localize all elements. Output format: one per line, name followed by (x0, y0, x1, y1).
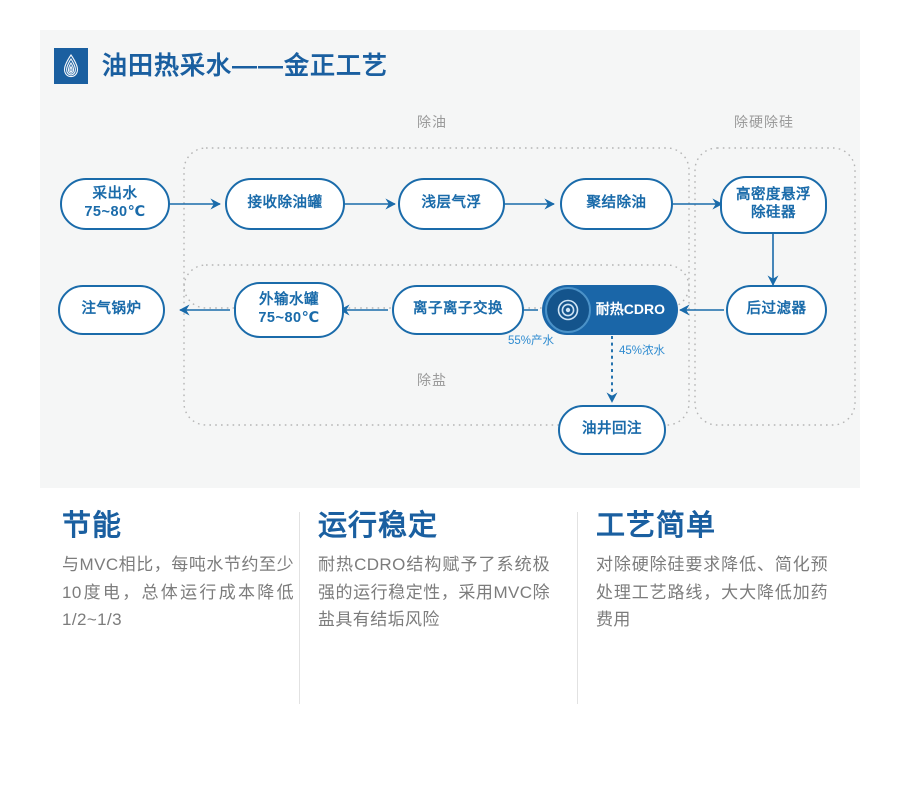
flow-label-concentrate: 45%浓水 (619, 345, 666, 357)
feature-stable-operation: 运行稳定 耐热CDRO结构赋予了系统极强的运行稳定性，采用MVC除盐具有结垢风险 (300, 500, 578, 730)
node-ion-exchange[interactable]: 离子离子交换 (392, 285, 524, 335)
flow-label-permeate: 55%产水 (508, 335, 555, 347)
group-label-hardness-silica-removal: 除硬除硅 (734, 114, 794, 130)
page-title: 油田热采水——金正工艺 (102, 51, 389, 80)
node-label-line1: 聚结除油 (586, 195, 647, 212)
node-produced-water[interactable]: 采出水 75~80℃ (60, 178, 170, 230)
column-divider (299, 512, 300, 704)
node-label-line1: 外输水罐 (258, 292, 319, 309)
node-label-line1: 浅层气浮 (421, 195, 482, 212)
node-high-density-suspension-desilicator[interactable]: 高密度悬浮 除硅器 (720, 176, 827, 234)
node-label-line1: 离子离子交换 (413, 301, 503, 318)
node-label-line2: 75~80℃ (258, 310, 320, 326)
feature-columns: 节能 与MVC相比，每吨水节约至少10度电，总体运行成本降低1/2~1/3 运行… (0, 500, 900, 730)
feature-energy-saving: 节能 与MVC相比，每吨水节约至少10度电，总体运行成本降低1/2~1/3 (0, 500, 300, 730)
flow-connectors (168, 147, 856, 426)
node-label-line1: 接收除油罐 (247, 195, 323, 212)
node-label-line1: 耐热CDRO (595, 301, 665, 318)
feature-simple-process: 工艺简单 对除硬除硅要求降低、简化预处理工艺路线，大大降低加药费用 (578, 500, 878, 730)
column-divider (577, 512, 578, 704)
node-heat-resistant-cdro[interactable]: 耐热CDRO (542, 285, 678, 335)
node-label-line2: 75~80℃ (84, 204, 146, 220)
feature-body: 耐热CDRO结构赋予了系统极强的运行稳定性，采用MVC除盐具有结垢风险 (318, 555, 550, 630)
node-label-line1: 油井回注 (582, 421, 642, 438)
diagram-header: 油田热采水——金正工艺 (54, 48, 388, 84)
node-label-line2: 除硅器 (751, 205, 796, 221)
node-receiving-deoiling-tank[interactable]: 接收除油罐 (225, 178, 345, 230)
node-coalescence-deoiling[interactable]: 聚结除油 (560, 178, 673, 230)
feature-body: 对除硬除硅要求降低、简化预处理工艺路线，大大降低加药费用 (596, 555, 828, 630)
node-steam-injection-boiler[interactable]: 注气锅炉 (58, 285, 165, 335)
feature-title: 工艺简单 (596, 510, 717, 542)
node-shallow-air-flotation[interactable]: 浅层气浮 (398, 178, 505, 230)
node-label-line1: 注气锅炉 (81, 301, 142, 318)
group-label-deoiling: 除油 (417, 114, 447, 130)
water-drop-ripple-logo-icon (54, 48, 88, 84)
node-post-filter[interactable]: 后过滤器 (726, 285, 827, 335)
group-label-desalination: 除盐 (417, 372, 447, 388)
feature-title: 节能 (62, 510, 123, 542)
node-export-water-tank[interactable]: 外输水罐 75~80℃ (234, 282, 344, 338)
concentric-circle-icon (545, 287, 591, 333)
process-diagram-panel: 油田热采水——金正工艺 (40, 30, 860, 488)
feature-body: 与MVC相比，每吨水节约至少10度电，总体运行成本降低1/2~1/3 (62, 555, 294, 630)
flow-chart: 除油 除硬除硅 除盐 采出水 75~80℃ 接收除油罐 浅层气浮 聚结除油 高密… (40, 30, 860, 488)
node-oil-well-reinjection[interactable]: 油井回注 (558, 405, 666, 455)
feature-title: 运行稳定 (318, 510, 439, 542)
node-label-line1: 采出水 (92, 186, 138, 203)
node-label-line1: 高密度悬浮 (736, 187, 811, 204)
node-label-line1: 后过滤器 (746, 301, 807, 318)
